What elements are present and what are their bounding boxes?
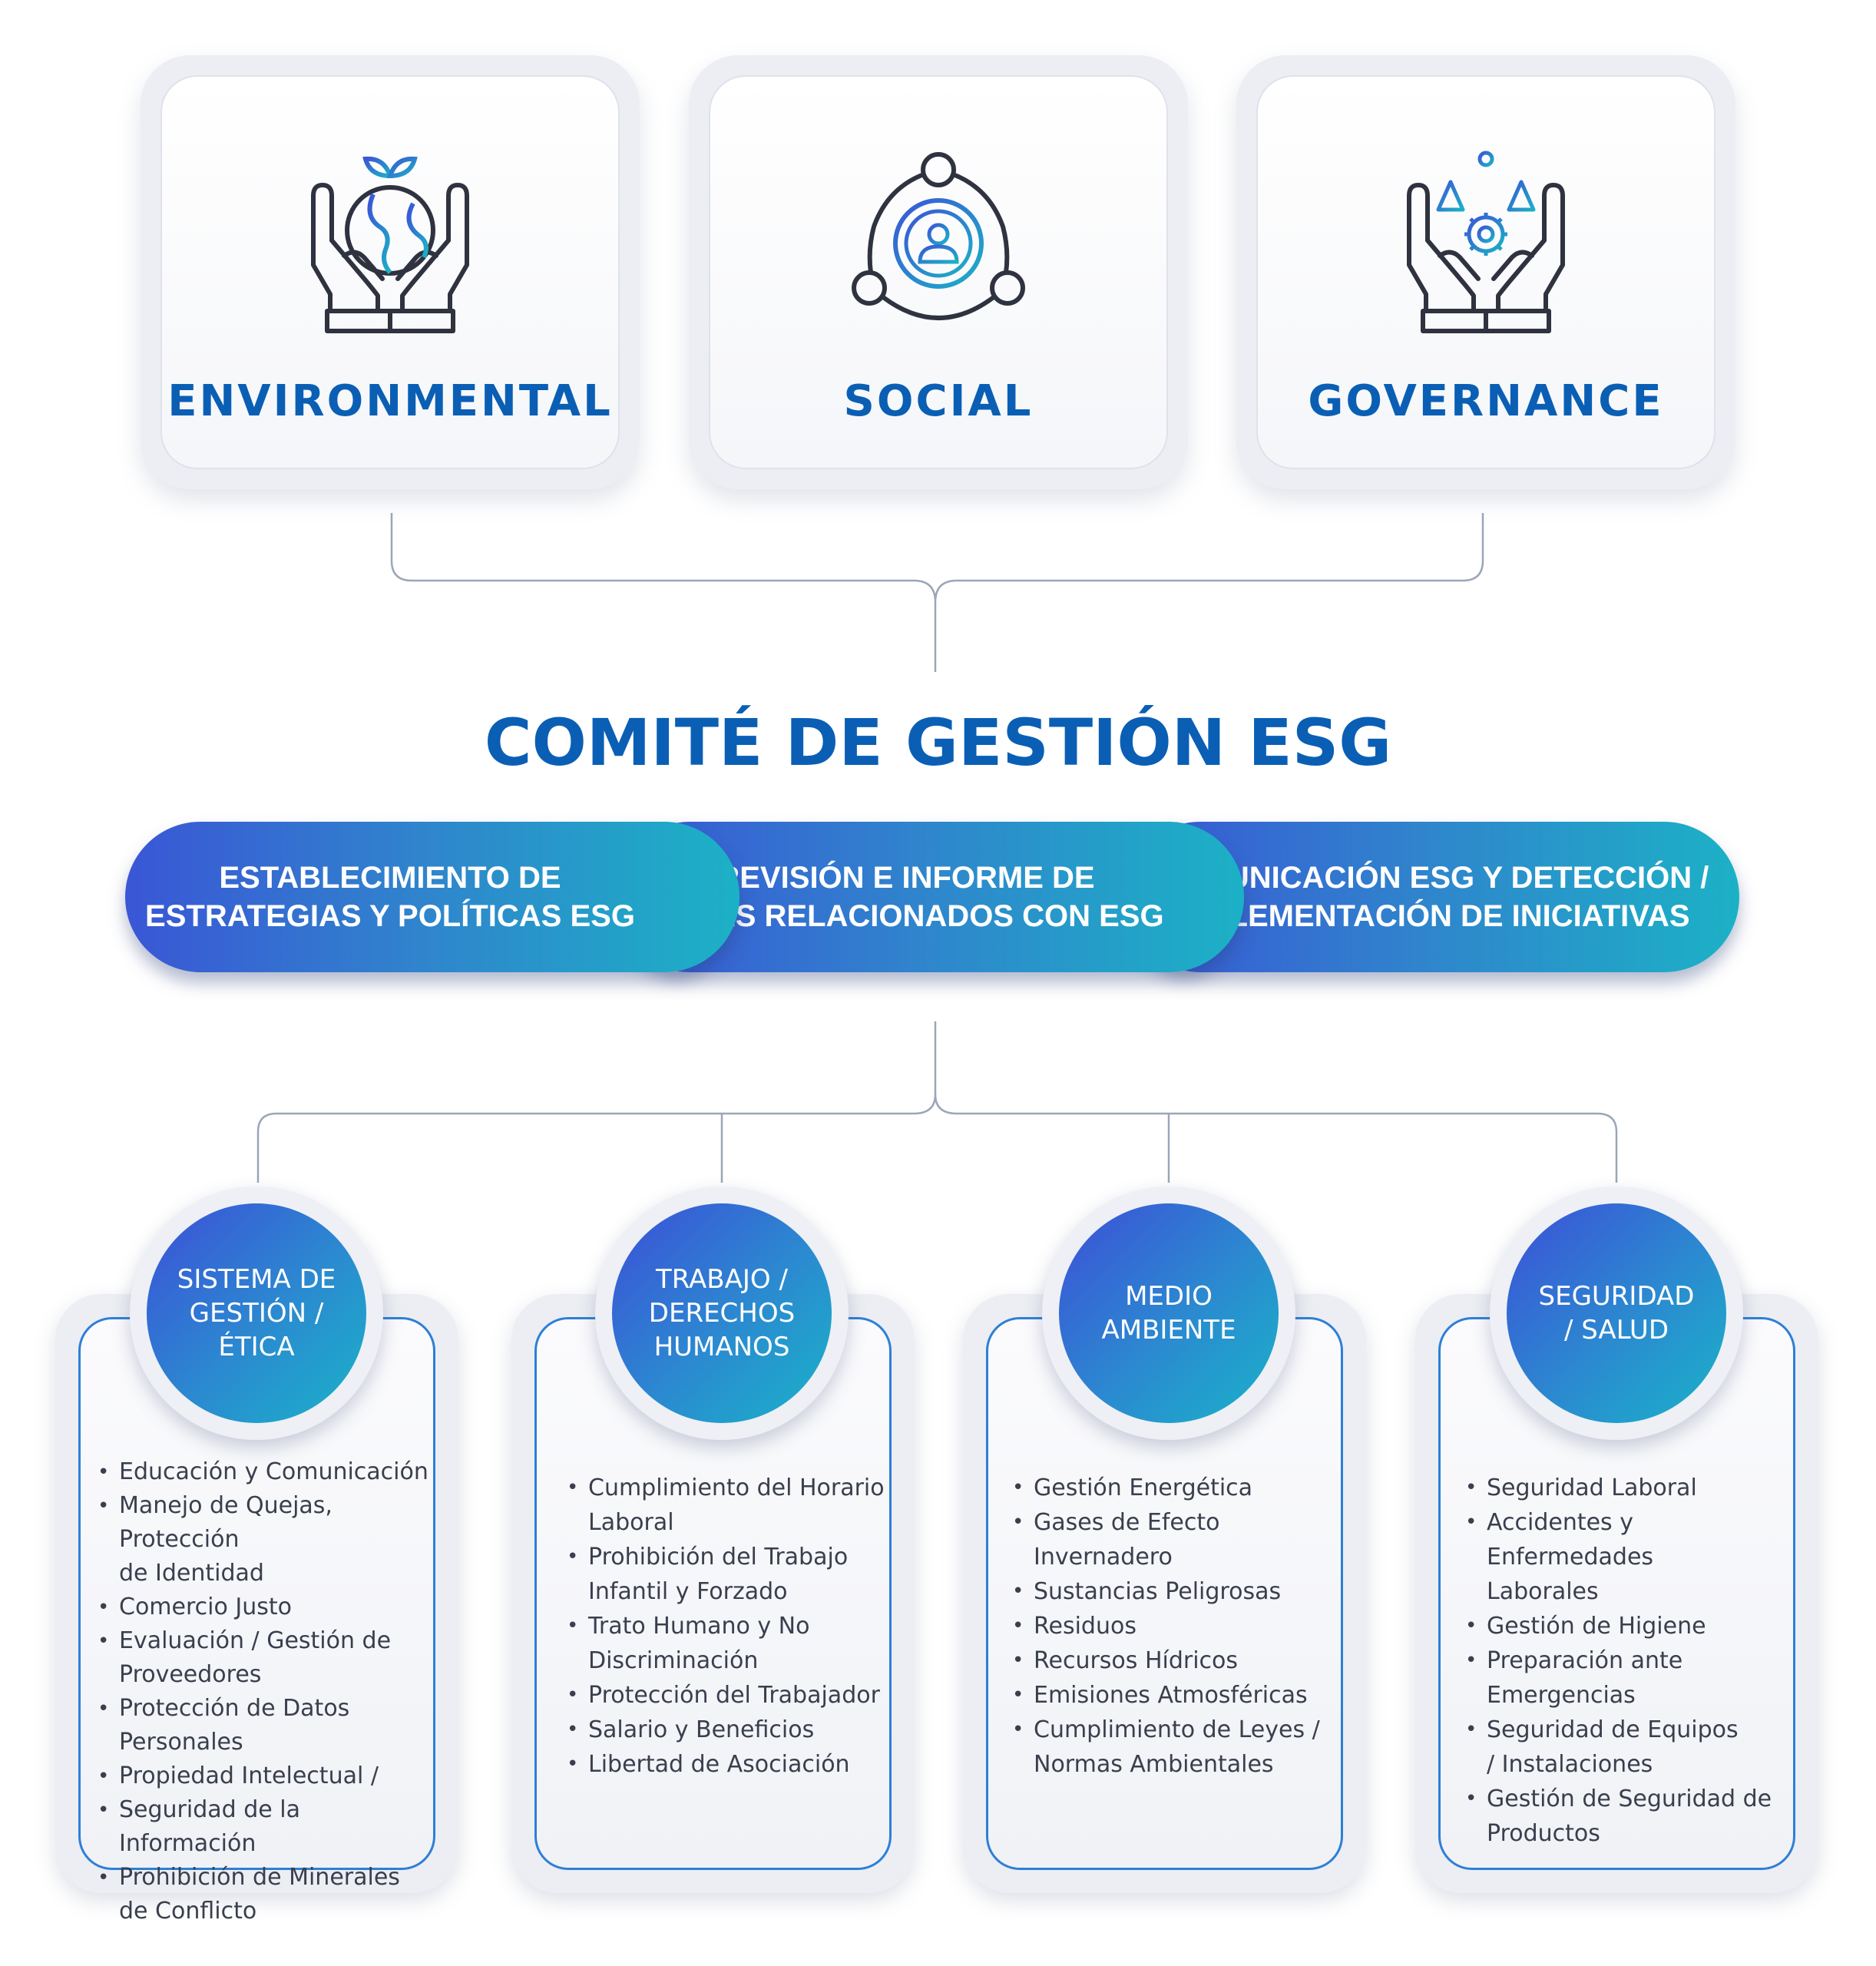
list-item: Gases de Efecto Invernadero [1012, 1505, 1335, 1574]
list-item: Cumplimiento de Leyes / Normas Ambiental… [1012, 1713, 1335, 1782]
pillar-card-governance: GOVERNANCE [1236, 55, 1735, 489]
area-item-list: Seguridad Laboral Accidentes y Enfermeda… [1465, 1471, 1788, 1851]
pillar-card-inner: GOVERNANCE [1256, 75, 1716, 469]
function-pill-strategy: ESTABLECIMIENTO DE ESTRATEGIAS Y POLÍTIC… [125, 822, 739, 972]
function-label: ESTABLECIMIENTO DE ESTRATEGIAS Y POLÍTIC… [145, 861, 635, 933]
list-item: Trato Humano y No Discriminación [567, 1609, 889, 1678]
list-item: Sustancias Peligrosas [1012, 1574, 1335, 1609]
pillar-title: SOCIAL [843, 376, 1034, 426]
list-item: Prohibición de Minerales de Conflicto [98, 1861, 435, 1928]
list-item: Protección de Datos Personales [98, 1692, 435, 1759]
area-circle-inner: TRABAJO / DERECHOS HUMANOS [612, 1203, 832, 1423]
area-circle-safety-health: SEGURIDAD / SALUD [1490, 1187, 1743, 1440]
area-item-list: Educación y Comunicación Manejo de Queja… [98, 1455, 435, 1928]
area-title: MEDIO AMBIENTE [1101, 1281, 1236, 1345]
social-network-person-icon [852, 152, 1025, 320]
list-item: Seguridad de la Información [98, 1793, 435, 1861]
area-circle-inner: SISTEMA DE GESTIÓN / ÉTICA [147, 1203, 366, 1423]
area-title: SEGURIDAD / SALUD [1538, 1281, 1695, 1345]
hands-scales-gear-icon [1407, 151, 1565, 333]
area-title: TRABAJO / DERECHOS HUMANOS [648, 1264, 796, 1362]
area-circle-environment: MEDIO AMBIENTE [1042, 1187, 1295, 1440]
list-item: Recursos Hídricos [1012, 1643, 1335, 1678]
pillar-card-environmental: ENVIRONMENTAL [141, 55, 640, 489]
area-circle-inner: MEDIO AMBIENTE [1059, 1203, 1279, 1423]
function-label: COMUNICACIÓN ESG Y DETECCIÓN / IMPLEMENT… [1155, 861, 1709, 933]
list-item: Gestión de Higiene [1465, 1609, 1788, 1643]
area-circle-management-ethics: SISTEMA DE GESTIÓN / ÉTICA [130, 1187, 383, 1440]
list-item: Preparación ante Emergencias [1465, 1643, 1788, 1713]
hands-globe-plant-icon [311, 156, 469, 333]
list-item: Emisiones Atmosféricas [1012, 1678, 1335, 1713]
list-item: Libertad de Asociación [567, 1747, 889, 1782]
list-item: Prohibición del Trabajo Infantil y Forza… [567, 1540, 889, 1609]
list-item: Protección del Trabajador [567, 1678, 889, 1713]
list-item: Educación y Comunicación [98, 1455, 435, 1489]
list-item: Manejo de Quejas, Protección de Identida… [98, 1489, 435, 1590]
list-item: Residuos [1012, 1609, 1335, 1643]
pillar-card-inner: ENVIRONMENTAL [160, 75, 620, 469]
pillar-title: ENVIRONMENTAL [167, 376, 613, 426]
area-title: SISTEMA DE GESTIÓN / ÉTICA [177, 1264, 336, 1362]
list-item: Seguridad Laboral [1465, 1471, 1788, 1505]
list-item: Comercio Justo [98, 1590, 435, 1624]
function-label: REVISIÓN E INFORME DE TEMAS RELACIONADOS… [648, 861, 1164, 933]
committee-title: COMITÉ DE GESTIÓN ESG [484, 705, 1392, 780]
list-item: Seguridad de Equipos / Instalaciones [1465, 1713, 1788, 1782]
pillar-card-social: SOCIAL [689, 55, 1188, 489]
list-item: Gestión de Seguridad de Productos [1465, 1782, 1788, 1851]
list-item: Salario y Beneficios [567, 1713, 889, 1747]
list-item: Cumplimiento del Horario Laboral [567, 1471, 889, 1540]
pillar-title: GOVERNANCE [1308, 376, 1664, 426]
list-item: Propiedad Intelectual / [98, 1759, 435, 1793]
area-circle-labor-human-rights: TRABAJO / DERECHOS HUMANOS [595, 1187, 849, 1440]
area-item-list: Cumplimiento del Horario Laboral Prohibi… [567, 1471, 889, 1782]
area-item-list: Gestión Energética Gases de Efecto Inver… [1012, 1471, 1335, 1782]
pillar-card-inner: SOCIAL [709, 75, 1168, 469]
list-item: Evaluación / Gestión de Proveedores [98, 1624, 435, 1692]
list-item: Accidentes y Enfermedades Laborales [1465, 1505, 1788, 1609]
list-item: Gestión Energética [1012, 1471, 1335, 1505]
area-circle-inner: SEGURIDAD / SALUD [1507, 1203, 1726, 1423]
